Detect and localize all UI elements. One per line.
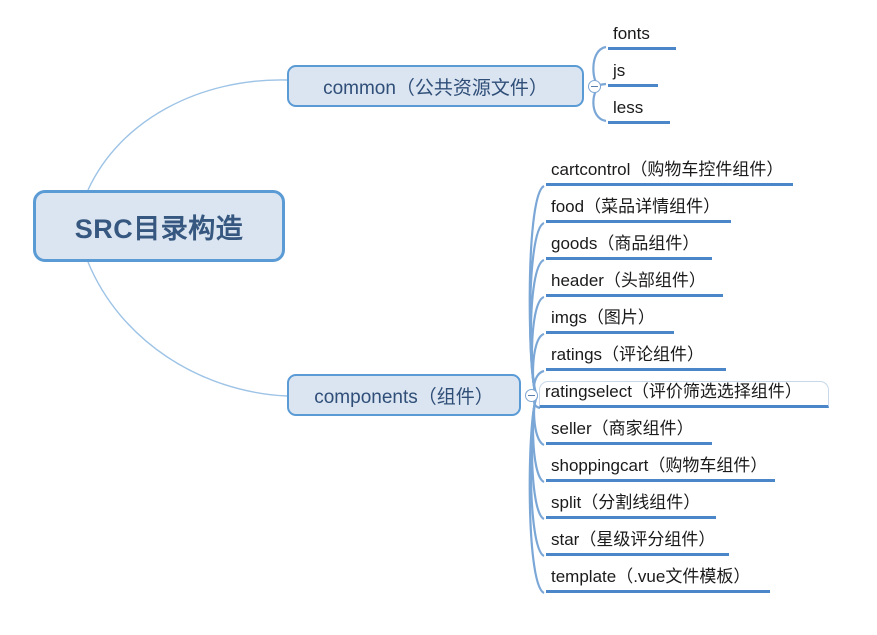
edge-root-to-common	[87, 79, 288, 191]
leaf-item-js[interactable]: js	[608, 61, 658, 88]
leaf-label: split（分割线组件）	[551, 493, 701, 512]
leaf-label: cartcontrol（购物车控件组件）	[551, 160, 784, 179]
leaf-label: seller（商家组件）	[551, 419, 694, 438]
leaf-label: food（菜品详情组件）	[551, 197, 721, 216]
leaf-label: ratings（评论组件）	[551, 345, 705, 364]
collapse-toggle-common[interactable]	[588, 80, 601, 93]
leaf-item-less[interactable]: less	[608, 98, 670, 125]
leaf-label: template（.vue文件模板）	[551, 567, 751, 586]
branch-node-components-label: components（组件）	[314, 386, 494, 408]
leaf-item-ratings[interactable]: ratings（评论组件）	[546, 345, 726, 372]
leaf-item-header[interactable]: header（头部组件）	[546, 271, 723, 298]
edge-root-to-components	[87, 261, 288, 397]
leaf-item-fonts[interactable]: fonts	[608, 24, 676, 51]
leaf-label: js	[613, 61, 626, 80]
leaf-label: goods（商品组件）	[551, 234, 700, 253]
leaf-label: star（星级评分组件）	[551, 530, 716, 549]
leaf-label: less	[613, 98, 644, 117]
leaf-label: ratingselect（评价筛选选择组件）	[545, 382, 802, 401]
leaf-label: shoppingcart（购物车组件）	[551, 456, 768, 475]
leaf-item-shoppingcart[interactable]: shoppingcart（购物车组件）	[546, 456, 775, 483]
leaf-item-goods[interactable]: goods（商品组件）	[546, 234, 712, 261]
leaf-label: fonts	[613, 24, 650, 43]
leaf-label: header（头部组件）	[551, 271, 706, 290]
leaf-label: imgs（图片）	[551, 308, 655, 327]
leaf-item-food[interactable]: food（菜品详情组件）	[546, 197, 731, 224]
leaf-item-template[interactable]: template（.vue文件模板）	[546, 567, 770, 594]
leaf-item-seller[interactable]: seller（商家组件）	[546, 419, 712, 446]
branch-node-common-label: common（公共资源文件）	[323, 77, 548, 99]
leaf-item-ratingselect[interactable]: ratingselect（评价筛选选择组件）	[539, 381, 829, 409]
root-node[interactable]: SRC目录构造	[33, 190, 285, 262]
collapse-toggle-components[interactable]	[525, 389, 538, 402]
root-node-label: SRC目录构造	[74, 213, 244, 244]
branch-node-components[interactable]: components（组件）	[287, 374, 521, 416]
leaf-item-cartcontrol[interactable]: cartcontrol（购物车控件组件）	[546, 160, 793, 187]
branch-node-common[interactable]: common（公共资源文件）	[287, 65, 584, 107]
leaf-item-star[interactable]: star（星级评分组件）	[546, 530, 729, 557]
leaf-item-split[interactable]: split（分割线组件）	[546, 493, 716, 520]
leaf-item-imgs[interactable]: imgs（图片）	[546, 308, 674, 335]
